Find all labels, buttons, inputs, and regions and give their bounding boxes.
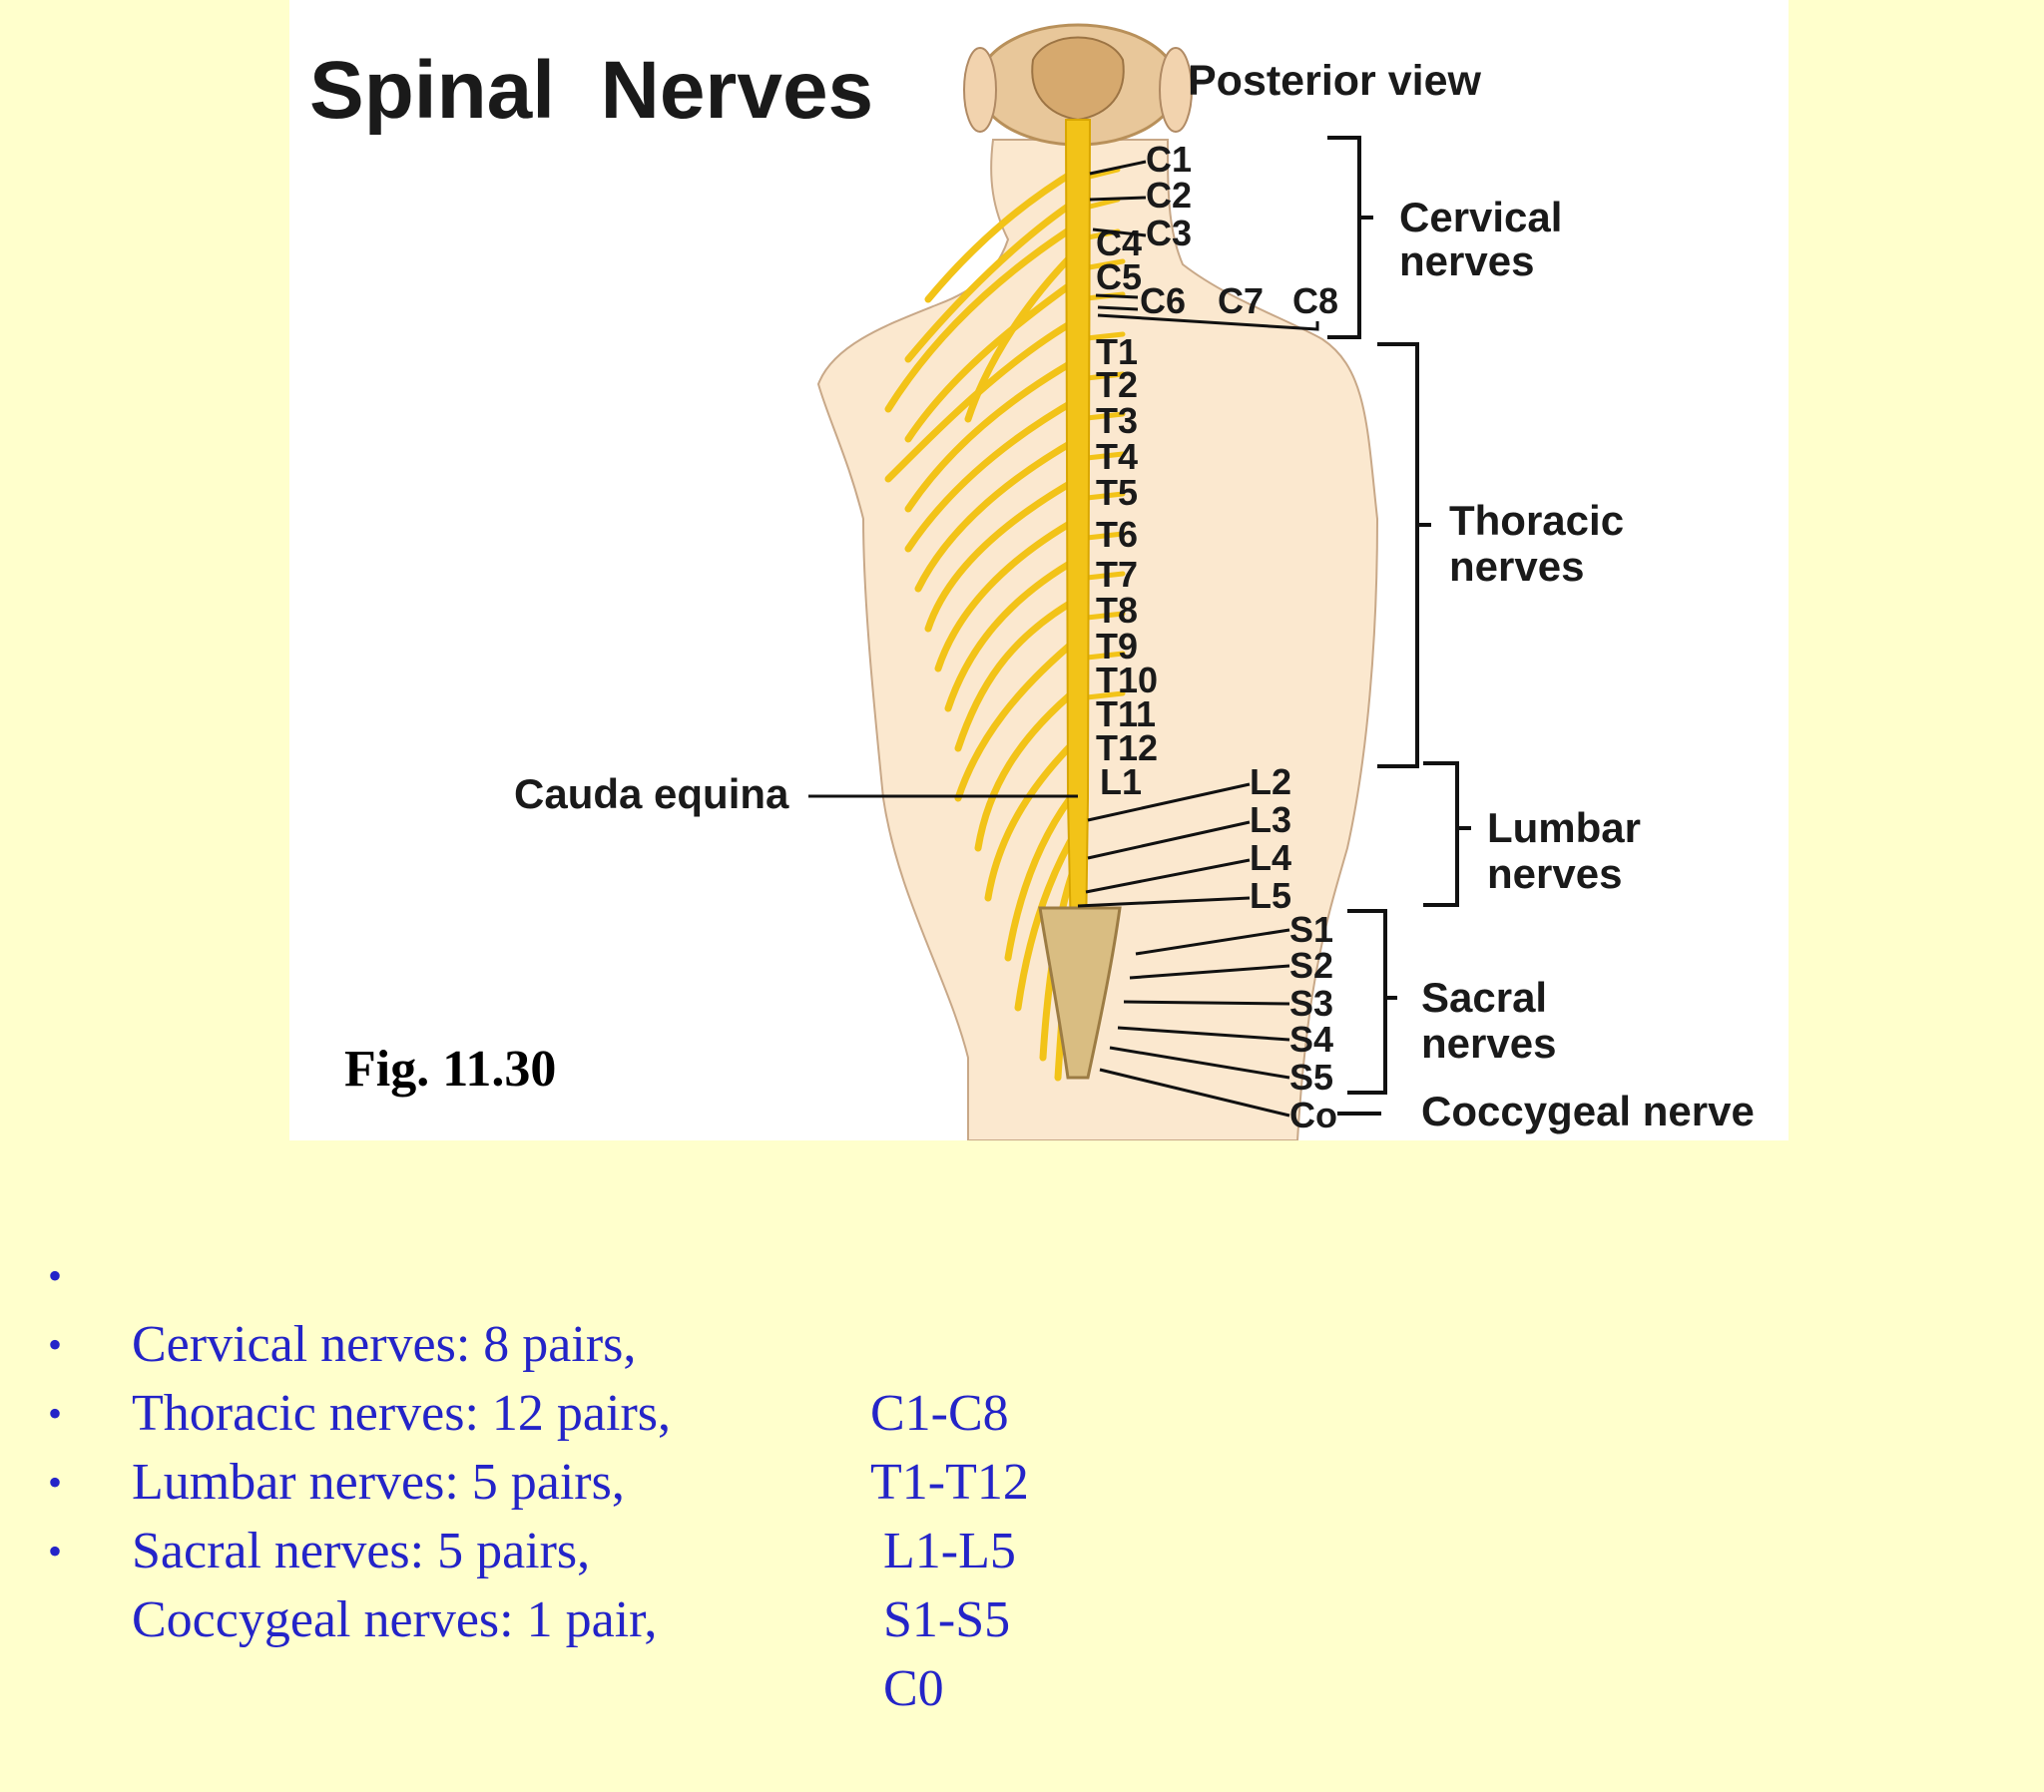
bullet: • — [48, 1253, 63, 1298]
list-item: • Thoracic nerves: 12 pairs, T1-T12 — [48, 1241, 1029, 1511]
level-label: T6 — [1096, 514, 1138, 555]
group-brackets — [1327, 136, 1471, 1116]
summary-text: Sacral nerves: 5 pairs, — [132, 1523, 591, 1579]
brainstem — [1031, 36, 1125, 122]
level-label: C7 — [1218, 280, 1264, 321]
summary-text: Lumbar nerves: 5 pairs, — [132, 1454, 625, 1511]
lumbar-group-label: nerves — [1487, 850, 1622, 897]
summary-range: L1-L5 — [870, 1523, 1016, 1579]
summary-text: Coccygeal nerves: 1 pair, — [132, 1591, 658, 1648]
list-item: • Sacral nerves: 5 pairs, S1-S5 — [48, 1379, 1010, 1648]
level-label: S5 — [1289, 1057, 1333, 1098]
nerve-summary-list: • Cervical nerves: 8 pairs, C1-C8 • Thor… — [48, 1172, 1029, 1717]
summary-text: Cervical nerves: 8 pairs, — [132, 1316, 637, 1373]
lumbar-group-label: Lumbar — [1487, 804, 1641, 851]
cervical-group-label: Cervical — [1399, 194, 1562, 240]
level-label: S4 — [1289, 1019, 1333, 1060]
level-label: L2 — [1250, 761, 1291, 802]
bullet: • — [48, 1391, 63, 1436]
sacral-group-label: Sacral — [1421, 974, 1547, 1021]
sacral-pointers — [1099, 928, 1290, 1118]
level-label: T8 — [1096, 590, 1138, 631]
sacral-level-labels: S1 S2 S3 S4 S5 Co — [1289, 909, 1337, 1135]
level-label: T2 — [1096, 364, 1138, 405]
list-item: • Cervical nerves: 8 pairs, C1-C8 — [48, 1172, 1009, 1442]
cervical-pointers — [1089, 160, 1319, 331]
level-label: T5 — [1096, 472, 1138, 513]
sacral-group-label: nerves — [1421, 1020, 1556, 1067]
thoracic-group-label: Thoracic — [1449, 497, 1624, 544]
level-label: T4 — [1096, 436, 1138, 477]
level-label: T3 — [1096, 400, 1138, 441]
cervical-group-label: nerves — [1399, 237, 1534, 284]
level-label: C8 — [1292, 280, 1338, 321]
level-label: T10 — [1096, 660, 1158, 700]
lumbar-pointers — [1077, 782, 1251, 908]
list-item: • Lumbar nerves: 5 pairs, L1-L5 — [48, 1310, 1016, 1579]
cauda-equina-label: Cauda equina — [514, 770, 789, 817]
level-label: L1 — [1100, 761, 1142, 802]
level-label: C6 — [1140, 280, 1186, 321]
level-label: S2 — [1289, 945, 1333, 986]
thoracic-level-labels: T1 T2 T3 T4 T5 T6 T7 T8 T9 T10 T11 T12 — [1096, 331, 1158, 768]
level-label: L5 — [1250, 875, 1291, 916]
bullet: • — [48, 1460, 63, 1505]
summary-range: C0 — [870, 1660, 944, 1717]
summary-range: T1-T12 — [870, 1454, 1029, 1511]
level-label: S1 — [1289, 909, 1333, 950]
level-label: T11 — [1096, 693, 1156, 734]
bullet: • — [48, 1322, 63, 1367]
level-label: T7 — [1096, 554, 1138, 595]
bullet: • — [48, 1529, 63, 1573]
figure-title: Spinal Nerves — [309, 45, 873, 136]
summary-text: Thoracic nerves: 12 pairs, — [132, 1385, 672, 1442]
level-label: S3 — [1289, 983, 1333, 1024]
right-ear — [1159, 47, 1193, 133]
lumbar-level-labels: L1 L2 L3 L4 L5 — [1100, 761, 1291, 916]
list-item: • Coccygeal nerves: 1 pair, C0 — [48, 1448, 944, 1717]
level-label: C3 — [1146, 213, 1192, 253]
level-label: C2 — [1146, 175, 1192, 216]
level-label: L3 — [1250, 799, 1291, 840]
level-label: T12 — [1096, 727, 1158, 768]
level-label: Co — [1289, 1095, 1337, 1135]
level-label: C5 — [1096, 256, 1142, 297]
level-label: L4 — [1250, 837, 1291, 878]
spinal-nerves-figure: Spinal Nerves Posterior view C1 C2 C3 C4… — [289, 0, 1788, 1140]
summary-range: C1-C8 — [870, 1385, 1009, 1442]
sacrum — [1038, 906, 1122, 1080]
coccygeal-group-label: Coccygeal nerve — [1421, 1088, 1755, 1134]
view-label: Posterior view — [1188, 57, 1481, 105]
level-label: T9 — [1096, 626, 1138, 667]
level-label: C1 — [1146, 139, 1192, 180]
level-label: T1 — [1096, 331, 1138, 372]
thoracic-group-label: nerves — [1449, 543, 1584, 590]
summary-range: S1-S5 — [870, 1591, 1011, 1648]
body-outline — [816, 139, 1379, 1140]
figure-number: Fig. 11.30 — [344, 1041, 556, 1098]
left-ear — [963, 47, 997, 133]
